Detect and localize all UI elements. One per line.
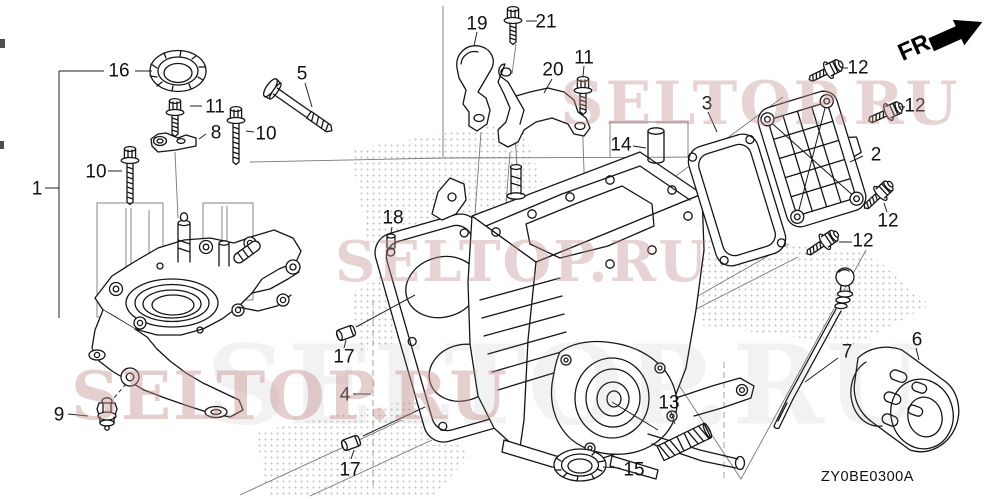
part-callout-1: 1 <box>31 178 43 200</box>
part-callout-15: 15 <box>623 459 645 481</box>
part-callout-10: 10 <box>85 161 107 183</box>
bracket-19-drawing <box>456 45 494 132</box>
part-callout-12: 12 <box>877 210 899 232</box>
dipstick-drawing <box>773 267 855 430</box>
bracket-20-drawing <box>497 63 591 148</box>
part-callout-17: 17 <box>333 346 355 368</box>
dowel-pin-17a-drawing <box>334 324 357 343</box>
part-callout-17: 17 <box>339 459 361 481</box>
part-callout-8: 8 <box>210 122 222 144</box>
scan-artifacts <box>0 39 5 149</box>
oil-filter-drawing <box>850 346 960 453</box>
front-direction-arrow-icon <box>928 19 983 52</box>
collar-14-drawing <box>647 127 665 164</box>
part-callout-20: 20 <box>542 59 564 81</box>
crankcase-cover-drawing <box>88 212 302 419</box>
oil-seal-16-drawing <box>149 49 207 93</box>
pin-18-drawing <box>386 233 396 250</box>
part-callout-3: 3 <box>701 93 713 115</box>
breather-gasket-drawing <box>687 133 787 267</box>
part-callout-16: 16 <box>108 60 130 82</box>
part-callout-9: 9 <box>53 404 65 426</box>
part-callout-12: 12 <box>852 230 874 252</box>
part-callout-7: 7 <box>841 341 853 363</box>
part-callout-18: 18 <box>382 207 404 229</box>
joint-13-drawing <box>656 422 713 462</box>
part-callout-2: 2 <box>870 144 882 166</box>
part-callout-5: 5 <box>296 63 308 85</box>
part-callout-11: 11 <box>574 47 594 69</box>
leader-lines <box>45 20 920 469</box>
breather-cover-drawing <box>757 90 867 228</box>
diagram-code: ZY0BE0300A <box>821 469 914 485</box>
part-callout-11: 11 <box>205 96 225 118</box>
oil-pressure-switch-drawing <box>96 397 118 431</box>
part-callout-6: 6 <box>911 329 923 351</box>
part-callout-19: 19 <box>466 13 488 35</box>
bolt-5-drawing <box>262 78 333 133</box>
oil-seal-15-drawing <box>553 448 607 482</box>
part-callout-12: 12 <box>904 95 926 117</box>
part-callout-10: 10 <box>255 123 277 145</box>
part-callout-14: 14 <box>610 134 632 156</box>
part-callout-12: 12 <box>847 57 869 79</box>
stay-bracket-8-drawing <box>150 132 197 153</box>
part-callout-4: 4 <box>339 384 351 406</box>
cylinder-block-drawing <box>431 151 755 480</box>
part-callout-13: 13 <box>658 392 680 414</box>
part-callout-21: 21 <box>535 11 557 33</box>
bolts-drawing <box>120 5 907 262</box>
